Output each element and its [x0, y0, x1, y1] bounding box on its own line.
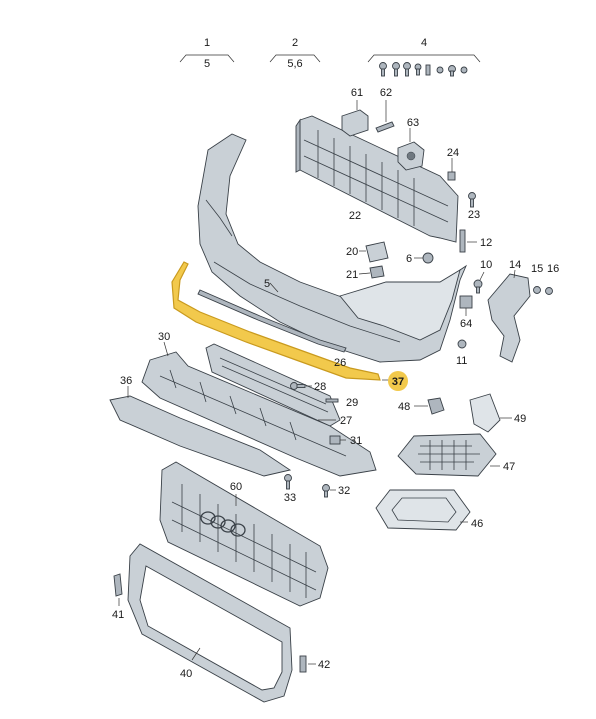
callout-10: 10: [480, 259, 492, 271]
callout-5: 5: [264, 278, 270, 290]
callout-37: 37: [392, 376, 404, 388]
callout-4: 4: [421, 37, 427, 49]
grille-60: [159, 461, 329, 607]
callout-30: 30: [158, 331, 170, 343]
callout-2: 2: [292, 37, 298, 49]
part-28: 28: [290, 381, 326, 393]
part-12: 12: [459, 229, 492, 253]
part-26: 26: [197, 289, 347, 369]
lower-grille-27: [205, 343, 341, 427]
part-10: 10: [473, 259, 492, 294]
deflector-36: [109, 395, 292, 477]
callout-1-sub: 5: [204, 58, 210, 70]
callout-36: 36: [120, 375, 132, 387]
part-20: 20: [346, 241, 389, 263]
callout-22: 22: [349, 210, 361, 222]
callout-32: 32: [338, 485, 350, 497]
callout-41: 41: [112, 609, 124, 621]
bumper-cover-5: [197, 133, 468, 363]
fog-grille-47: [397, 433, 497, 477]
part-33: 33: [284, 474, 296, 504]
callout-48: 48: [398, 401, 410, 413]
callout-40: 40: [180, 668, 192, 680]
group-bracket-1: 1 5: [179, 37, 235, 70]
callout-21: 21: [346, 269, 358, 281]
callout-6: 6: [406, 253, 412, 265]
highlight-badge-37: [388, 371, 408, 391]
callout-63: 63: [407, 117, 419, 129]
callout-1: 1: [204, 37, 210, 49]
group-bracket-2: 2 5,6: [269, 37, 321, 70]
part-42: 42: [299, 655, 330, 673]
callout-24: 24: [447, 147, 459, 159]
audi-rings-logo: [200, 511, 246, 537]
grille-frame-40: [127, 543, 293, 703]
callout-64: 64: [460, 318, 472, 330]
callout-27: 27: [340, 415, 352, 427]
part-61: 61: [341, 87, 369, 137]
callout-11: 11: [456, 355, 467, 367]
lower-carrier-30: [141, 351, 377, 477]
callout-14: 14: [509, 259, 521, 271]
callout-23: 23: [468, 209, 480, 221]
part-49: 49: [469, 393, 526, 433]
callout-2-sub: 5,6: [287, 58, 302, 70]
part-63: 63: [397, 117, 425, 171]
side-bracket-14: 14: [487, 259, 531, 363]
callout-62: 62: [380, 87, 392, 99]
fastener-set-4: [379, 62, 468, 77]
trim-strip-37-highlighted: [171, 261, 381, 381]
trim-frame-46: [375, 489, 471, 531]
callout-26: 26: [334, 357, 346, 369]
callout-20: 20: [346, 246, 358, 258]
callout-16: 16: [547, 263, 559, 275]
callout-12: 12: [480, 237, 492, 249]
part-6: 6: [406, 252, 434, 265]
part-31: 31: [329, 435, 362, 447]
callout-42: 42: [318, 659, 330, 671]
callout-28: 28: [314, 381, 326, 393]
part-41: 41: [112, 573, 124, 621]
part-62: 62: [375, 87, 395, 133]
callout-47: 47: [503, 461, 515, 473]
part-21: 21: [346, 265, 385, 281]
callout-15: 15: [531, 263, 543, 275]
part-48: 48: [398, 397, 445, 415]
callout-29: 29: [346, 397, 358, 409]
part-24: 24: [447, 147, 459, 181]
callout-46: 46: [471, 518, 483, 530]
callout-49: 49: [514, 413, 526, 425]
callout-60: 60: [230, 481, 242, 493]
part-64: 64: [459, 295, 473, 330]
part-15-16: 15 16: [531, 263, 559, 295]
part-23: 23: [468, 192, 480, 221]
part-29: 29: [325, 397, 358, 409]
callout-61: 61: [351, 87, 363, 99]
part-32: 32: [322, 484, 350, 498]
part-11: 11: [456, 339, 467, 367]
group-bracket-4: 4: [367, 37, 481, 77]
grille-carrier-22: [295, 115, 459, 243]
callout-31: 31: [350, 435, 362, 447]
callout-33: 33: [284, 492, 296, 504]
